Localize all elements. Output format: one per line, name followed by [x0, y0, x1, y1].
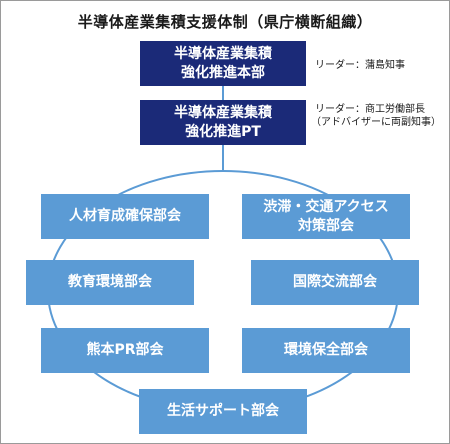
- project-team-leader-line2: （アドバイザーに両副知事）: [311, 117, 441, 128]
- subcommittee-life-support: 生活サポート部会: [139, 389, 307, 434]
- subcommittee-environmental-protection: 環境保全部会: [242, 328, 410, 373]
- subcommittee-kumamoto-pr: 熊本PR部会: [41, 328, 209, 373]
- headquarters-line2: 強化推進本部: [181, 64, 265, 81]
- headquarters-leader: リーダー：蒲島知事: [315, 60, 405, 71]
- subcommittee-traffic-line1: 渋滞・交通アクセス: [263, 199, 389, 216]
- diagram-title: 半導体産業集積支援体制（県庁横断組織）: [77, 13, 373, 31]
- project-team-line1: 半導体産業集積: [174, 105, 272, 122]
- subcommittee-human-resources: 人材育成確保部会: [41, 194, 209, 239]
- project-team-leader-line1: リーダー：商工労働部長: [315, 104, 425, 115]
- subcommittee-education-environment: 教育環境部会: [26, 260, 194, 305]
- project-team-leader: リーダー：商工労働部長 （アドバイザーに両副知事）: [311, 103, 441, 129]
- subcommittee-traffic-line2: 対策部会: [298, 217, 354, 234]
- subcommittee-traffic: 渋滞・交通アクセス 対策部会: [242, 194, 410, 239]
- project-team-line2: 強化推進PT: [185, 123, 261, 140]
- headquarters-line1: 半導体産業集積: [174, 46, 272, 63]
- headquarters-box: 半導体産業集積 強化推進本部: [140, 41, 306, 86]
- project-team-box: 半導体産業集積 強化推進PT: [140, 100, 306, 145]
- subcommittee-international-exchange: 国際交流部会: [251, 260, 419, 305]
